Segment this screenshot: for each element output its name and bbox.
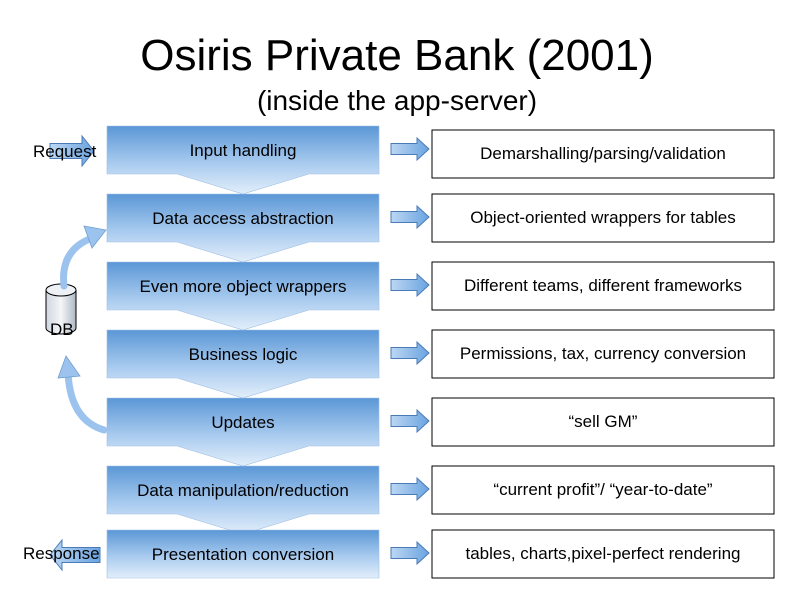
stage-block — [106, 529, 380, 579]
request-label: Request — [33, 142, 97, 161]
description-box — [431, 261, 775, 311]
description-box — [431, 529, 775, 579]
stage-label: Even more object wrappers — [139, 277, 347, 296]
stage-description: Permissions, tax, currency conversion — [459, 344, 747, 363]
connector-arrow-icon — [390, 408, 430, 434]
stage-block — [106, 261, 380, 331]
stage-description: Different teams, different frameworks — [463, 276, 743, 295]
stage-description: “current profit”/ “year-to-date” — [493, 480, 713, 499]
stage-description: “sell GM” — [568, 412, 638, 431]
stage-label: Data manipulation/reduction — [137, 481, 349, 500]
stage-description: Object-oriented wrappers for tables — [470, 208, 736, 227]
stage-label: Input handling — [189, 141, 297, 160]
description-box — [431, 397, 775, 447]
stage-block — [106, 397, 380, 467]
page-title: Osiris Private Bank (2001) — [140, 31, 654, 80]
stage-label: Presentation conversion — [151, 545, 335, 564]
stage-description: tables, charts,pixel-perfect rendering — [465, 544, 741, 563]
request-arrow-icon — [49, 134, 95, 168]
db-label: DB — [50, 320, 74, 339]
stage-description: Demarshalling/parsing/validation — [480, 144, 726, 163]
description-box — [431, 329, 775, 379]
stage-block — [106, 193, 380, 263]
description-box — [431, 129, 775, 179]
description-box — [431, 465, 775, 515]
connector-arrow-icon — [390, 204, 430, 230]
connector-arrow-icon — [390, 540, 430, 566]
stage-label: Data access abstraction — [152, 209, 334, 228]
stage-block — [106, 125, 380, 195]
stage-block — [106, 329, 380, 399]
db-read-arrow-icon — [60, 225, 107, 290]
db-write-arrow-icon — [57, 355, 108, 434]
stage-block — [106, 465, 380, 535]
stage-label: Updates — [211, 413, 275, 432]
connector-arrow-icon — [390, 340, 430, 366]
response-label: Response — [23, 544, 100, 563]
database-icon — [45, 283, 77, 335]
connector-arrow-icon — [390, 272, 430, 298]
description-box — [431, 193, 775, 243]
response-arrow-icon — [49, 538, 101, 572]
connector-arrow-icon — [390, 136, 430, 162]
page-subtitle: (inside the app-server) — [256, 85, 538, 116]
connector-arrow-icon — [390, 476, 430, 502]
stage-label: Business logic — [188, 345, 298, 364]
